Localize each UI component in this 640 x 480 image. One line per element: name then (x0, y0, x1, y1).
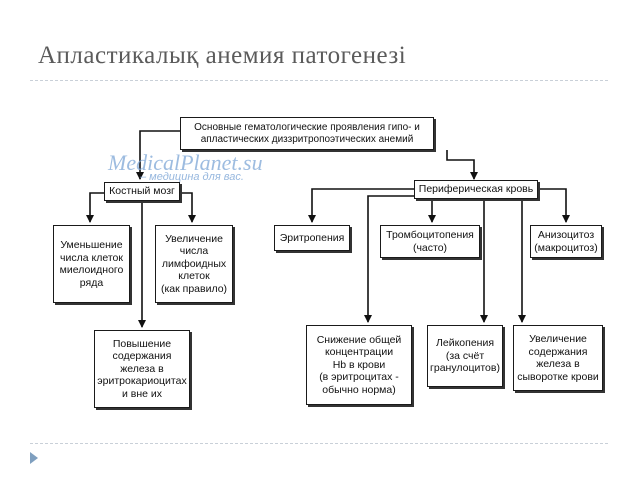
bone-marrow-node: Костный мозг (104, 182, 180, 201)
connector-pb-erythropenia (308, 188, 418, 223)
connector-bm-myeloid (86, 192, 106, 223)
root-node: Основные гематологические проявления гип… (180, 117, 434, 150)
title-divider (30, 80, 608, 81)
erythropenia-node: Эритропения (274, 225, 350, 251)
peripheral-blood-node: Периферическая кровь (414, 180, 538, 199)
myeloid-decrease-node: Уменьшение числа клеток миелоидного ряда (53, 225, 130, 303)
connector-bm-lymphoid (174, 192, 196, 223)
lymphoid-increase-node: Увеличение числа лимфоидных клеток (как … (155, 225, 233, 303)
hb-decrease-node: Снижение общей концентрации Hb в крови (… (306, 325, 412, 405)
footer-divider (30, 443, 608, 444)
watermark-tagline: – медицина для вас. (140, 171, 244, 183)
connector-root-bone-marrow (136, 130, 180, 180)
connector-pb-aniso (540, 188, 570, 223)
bullet-arrow-icon (30, 452, 38, 464)
anisocytosis-node: Анизоцитоз (макроцитоз) (530, 225, 602, 258)
connector-root-peripheral (446, 150, 478, 180)
serum-iron-node: Увеличение содержания железа в сыворотке… (513, 325, 603, 391)
leukopenia-node: Лейкопения (за счёт гранулоцитов) (427, 325, 503, 387)
thrombocytopenia-node: Тромбоцитопения (часто) (380, 225, 480, 258)
watermark-logo: MedicalPlanet.su (108, 150, 263, 175)
slide-title: Апластикалық анемия патогенезі (38, 42, 407, 69)
connector-pb-hb (364, 195, 418, 323)
iron-erythrokaryocytes-node: Повышение содержания железа в эритрокари… (94, 330, 190, 408)
